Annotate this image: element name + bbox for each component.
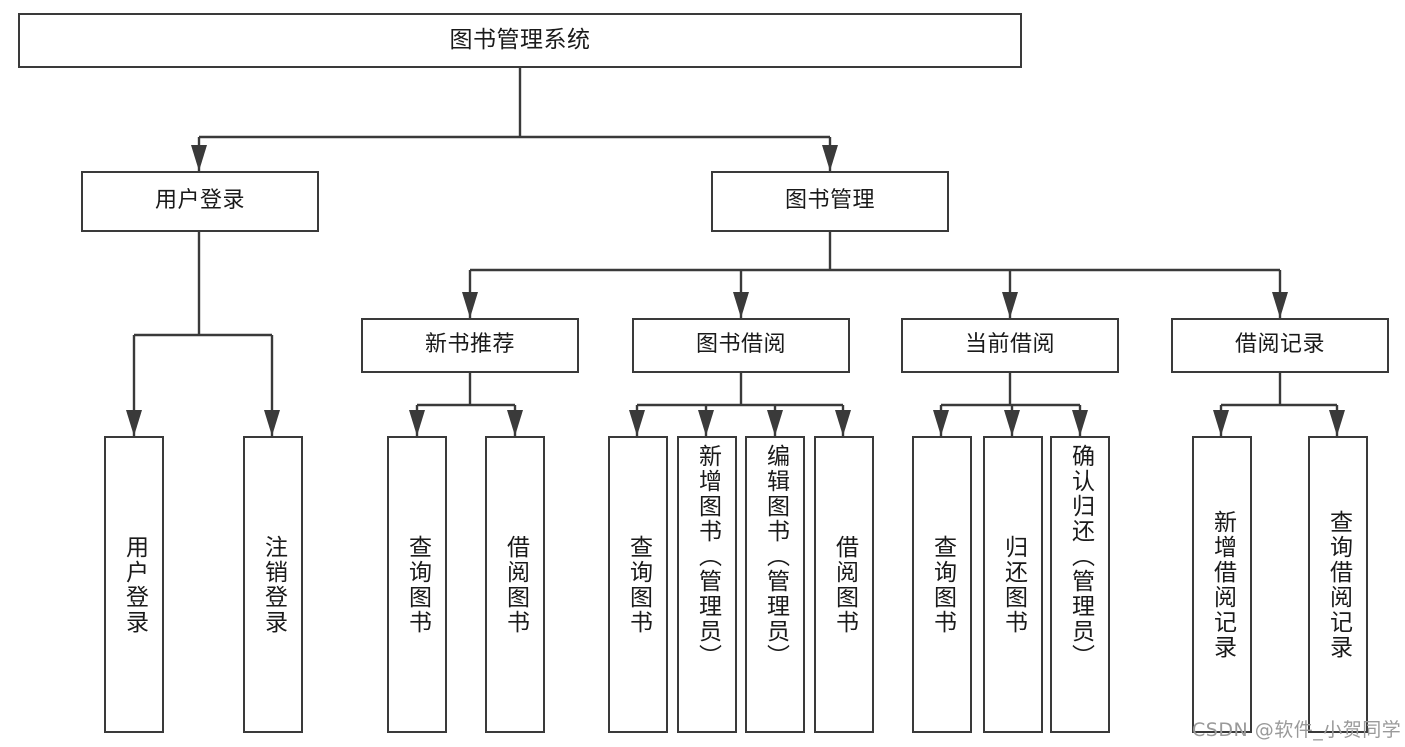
node-leaf-new-borrow[interactable]: 借阅图书	[485, 436, 545, 733]
node-label: 编辑图书（管理员）	[762, 444, 789, 669]
node-label: 注销登录	[260, 534, 287, 635]
node-label: 查询图书	[625, 534, 652, 635]
node-label: 借阅图书	[502, 534, 529, 635]
node-leaf-bo-query[interactable]: 查询图书	[608, 436, 668, 733]
node-record[interactable]: 借阅记录	[1171, 318, 1389, 373]
node-leaf-re-query[interactable]: 查询借阅记录	[1308, 436, 1368, 733]
csdn-watermark: CSDN @软件_小贺同学	[1192, 719, 1402, 741]
edge-arrowhead	[264, 410, 280, 436]
node-newbook[interactable]: 新书推荐	[361, 318, 579, 373]
node-label: 查询图书	[929, 534, 956, 635]
node-label: 图书管理	[784, 188, 875, 214]
node-label: 查询借阅记录	[1325, 509, 1352, 660]
node-leaf-re-add[interactable]: 新增借阅记录	[1192, 436, 1252, 733]
node-current[interactable]: 当前借阅	[901, 318, 1119, 373]
edge-arrowhead	[126, 410, 142, 436]
node-label: 新增借阅记录	[1209, 509, 1236, 660]
edge-arrowhead	[822, 145, 838, 171]
node-leaf-user-login[interactable]: 用户登录	[104, 436, 164, 733]
node-leaf-bo-borrow[interactable]: 借阅图书	[814, 436, 874, 733]
edge-arrowhead	[462, 292, 478, 318]
edge-arrowhead	[1002, 292, 1018, 318]
node-label: 借阅记录	[1234, 332, 1325, 358]
node-label: 用户登录	[121, 534, 148, 635]
node-login[interactable]: 用户登录	[81, 171, 319, 232]
edge-arrowhead	[835, 410, 851, 436]
node-label: 当前借阅	[964, 332, 1055, 358]
node-leaf-bo-edit[interactable]: 编辑图书（管理员）	[745, 436, 805, 733]
node-label: 图书管理系统	[449, 26, 591, 53]
node-label: 新增图书（管理员）	[694, 444, 721, 669]
node-label: 确认归还（管理员）	[1067, 444, 1094, 669]
node-leaf-user-logout[interactable]: 注销登录	[243, 436, 303, 733]
edge-arrowhead	[1004, 410, 1020, 436]
edge-arrowhead	[409, 410, 425, 436]
node-leaf-new-query[interactable]: 查询图书	[387, 436, 447, 733]
edge-arrowhead	[767, 410, 783, 436]
node-label: 归还图书	[1000, 534, 1027, 635]
edge-arrowhead	[629, 410, 645, 436]
node-label: 借阅图书	[831, 534, 858, 635]
node-borrow[interactable]: 图书借阅	[632, 318, 850, 373]
edge-arrowhead	[733, 292, 749, 318]
edge-arrowhead	[1329, 410, 1345, 436]
node-leaf-cu-query[interactable]: 查询图书	[912, 436, 972, 733]
node-leaf-cu-confirm[interactable]: 确认归还（管理员）	[1050, 436, 1110, 733]
node-bookmgmt[interactable]: 图书管理	[711, 171, 949, 232]
node-label: 新书推荐	[424, 332, 515, 358]
edge-arrowhead	[191, 145, 207, 171]
node-label: 查询图书	[404, 534, 431, 635]
node-label: 图书借阅	[695, 332, 786, 358]
node-leaf-cu-return[interactable]: 归还图书	[983, 436, 1043, 733]
edge-arrowhead	[1272, 292, 1288, 318]
edge-arrowhead	[1213, 410, 1229, 436]
node-leaf-bo-add[interactable]: 新增图书（管理员）	[677, 436, 737, 733]
node-root[interactable]: 图书管理系统	[18, 13, 1022, 68]
edge-arrowhead	[1072, 410, 1088, 436]
node-label: 用户登录	[154, 188, 245, 214]
edge-arrowhead	[698, 410, 714, 436]
edge-arrowhead	[933, 410, 949, 436]
edge-arrowhead	[507, 410, 523, 436]
